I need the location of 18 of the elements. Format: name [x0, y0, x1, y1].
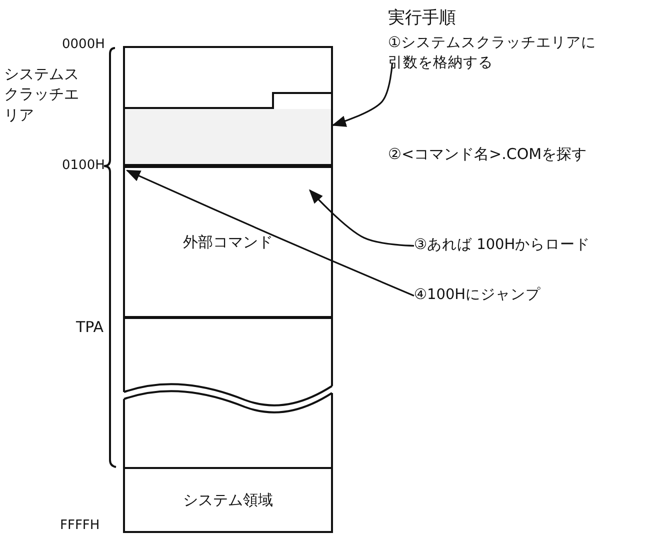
memory-region	[123, 467, 333, 533]
region-name: システムスクラッチエリア	[4, 64, 80, 125]
step-text: ③あれば 100Hからロード	[414, 236, 590, 256]
region-name: TPA	[76, 318, 104, 336]
memory-region	[123, 166, 333, 318]
address-label: 0000H	[62, 37, 105, 52]
address-label: FFFFH	[60, 518, 100, 533]
arrow	[332, 63, 394, 127]
memory-region	[123, 46, 333, 166]
arrow	[308, 189, 414, 247]
region-label: システム領域	[183, 490, 273, 510]
step-text: ②<コマンド名>.COMを探す	[388, 145, 587, 164]
region-label: 外部コマンド	[183, 232, 273, 252]
step-text: ④100Hにジャンプ	[414, 286, 541, 306]
address-label: 0100H	[62, 158, 105, 173]
step-text: ①システムスクラッチエリアに引数を格納する	[388, 34, 600, 74]
heading: 実行手順	[388, 7, 456, 29]
arrow	[126, 170, 414, 297]
